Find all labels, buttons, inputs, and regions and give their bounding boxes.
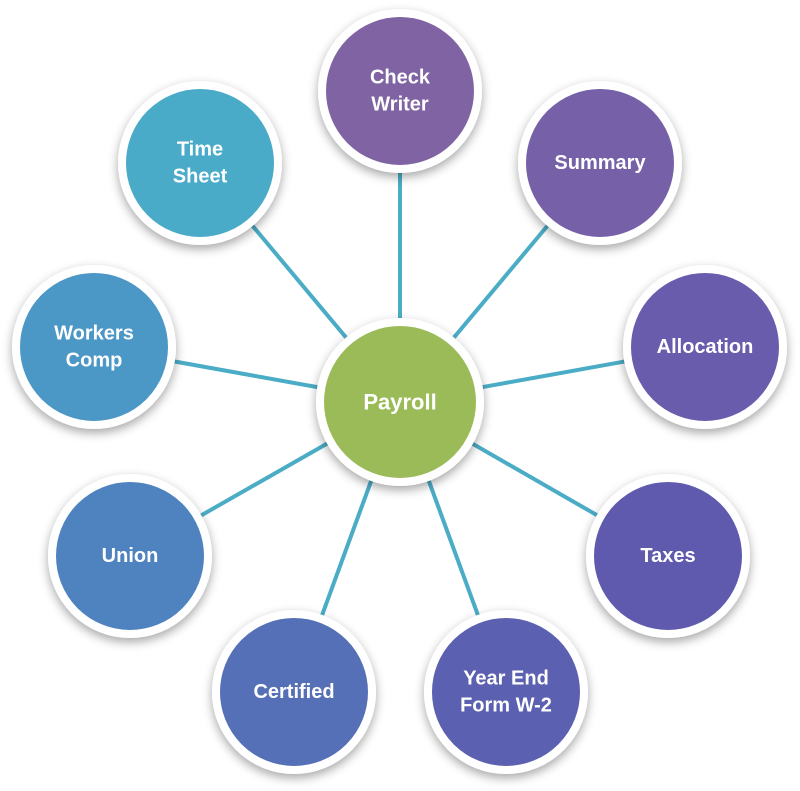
node-label-time-sheet: Sheet	[173, 166, 228, 188]
connector-lines	[174, 173, 625, 616]
connector-certified	[320, 480, 374, 616]
connector-time-sheet	[251, 224, 348, 339]
connector-year-end-form-w2	[426, 480, 480, 616]
connector-union	[200, 441, 329, 518]
node-label-time-sheet: Time	[177, 139, 223, 161]
node-label-check-writer: Writer	[371, 94, 429, 116]
node-label-year-end-form-w2: Year End	[463, 668, 549, 690]
center-label: Payroll	[363, 390, 436, 415]
node-certified: Certified	[212, 610, 376, 774]
node-label-workers-comp: Comp	[66, 350, 123, 372]
node-circle-workers-comp	[12, 265, 176, 429]
node-circle-allocation	[623, 265, 787, 429]
node-circle-check-writer	[318, 9, 482, 173]
node-label-taxes: Taxes	[640, 545, 695, 567]
node-label-certified: Certified	[253, 681, 334, 703]
node-label-year-end-form-w2: Form W-2	[460, 695, 552, 717]
node-label-union: Union	[102, 545, 159, 567]
node-circle-time-sheet	[118, 81, 282, 245]
node-circle-union	[48, 474, 212, 638]
node-circle-year-end-form-w2	[424, 610, 588, 774]
node-circle-certified	[212, 610, 376, 774]
center-circle	[316, 318, 484, 486]
connector-summary	[452, 224, 549, 339]
node-union: Union	[48, 474, 212, 638]
center-node: Payroll	[316, 318, 484, 486]
node-label-allocation: Allocation	[657, 336, 754, 358]
connector-taxes	[471, 442, 598, 517]
node-circle-taxes	[586, 474, 750, 638]
node-circle-summary	[518, 81, 682, 245]
connector-allocation	[482, 359, 625, 390]
node-allocation: Allocation	[623, 265, 787, 429]
node-label-summary: Summary	[554, 152, 646, 174]
node-taxes: Taxes	[586, 474, 750, 638]
node-summary: Summary	[518, 81, 682, 245]
node-label-workers-comp: Workers	[54, 323, 134, 345]
connector-workers-comp	[174, 359, 318, 390]
node-label-check-writer: Check	[370, 67, 431, 89]
